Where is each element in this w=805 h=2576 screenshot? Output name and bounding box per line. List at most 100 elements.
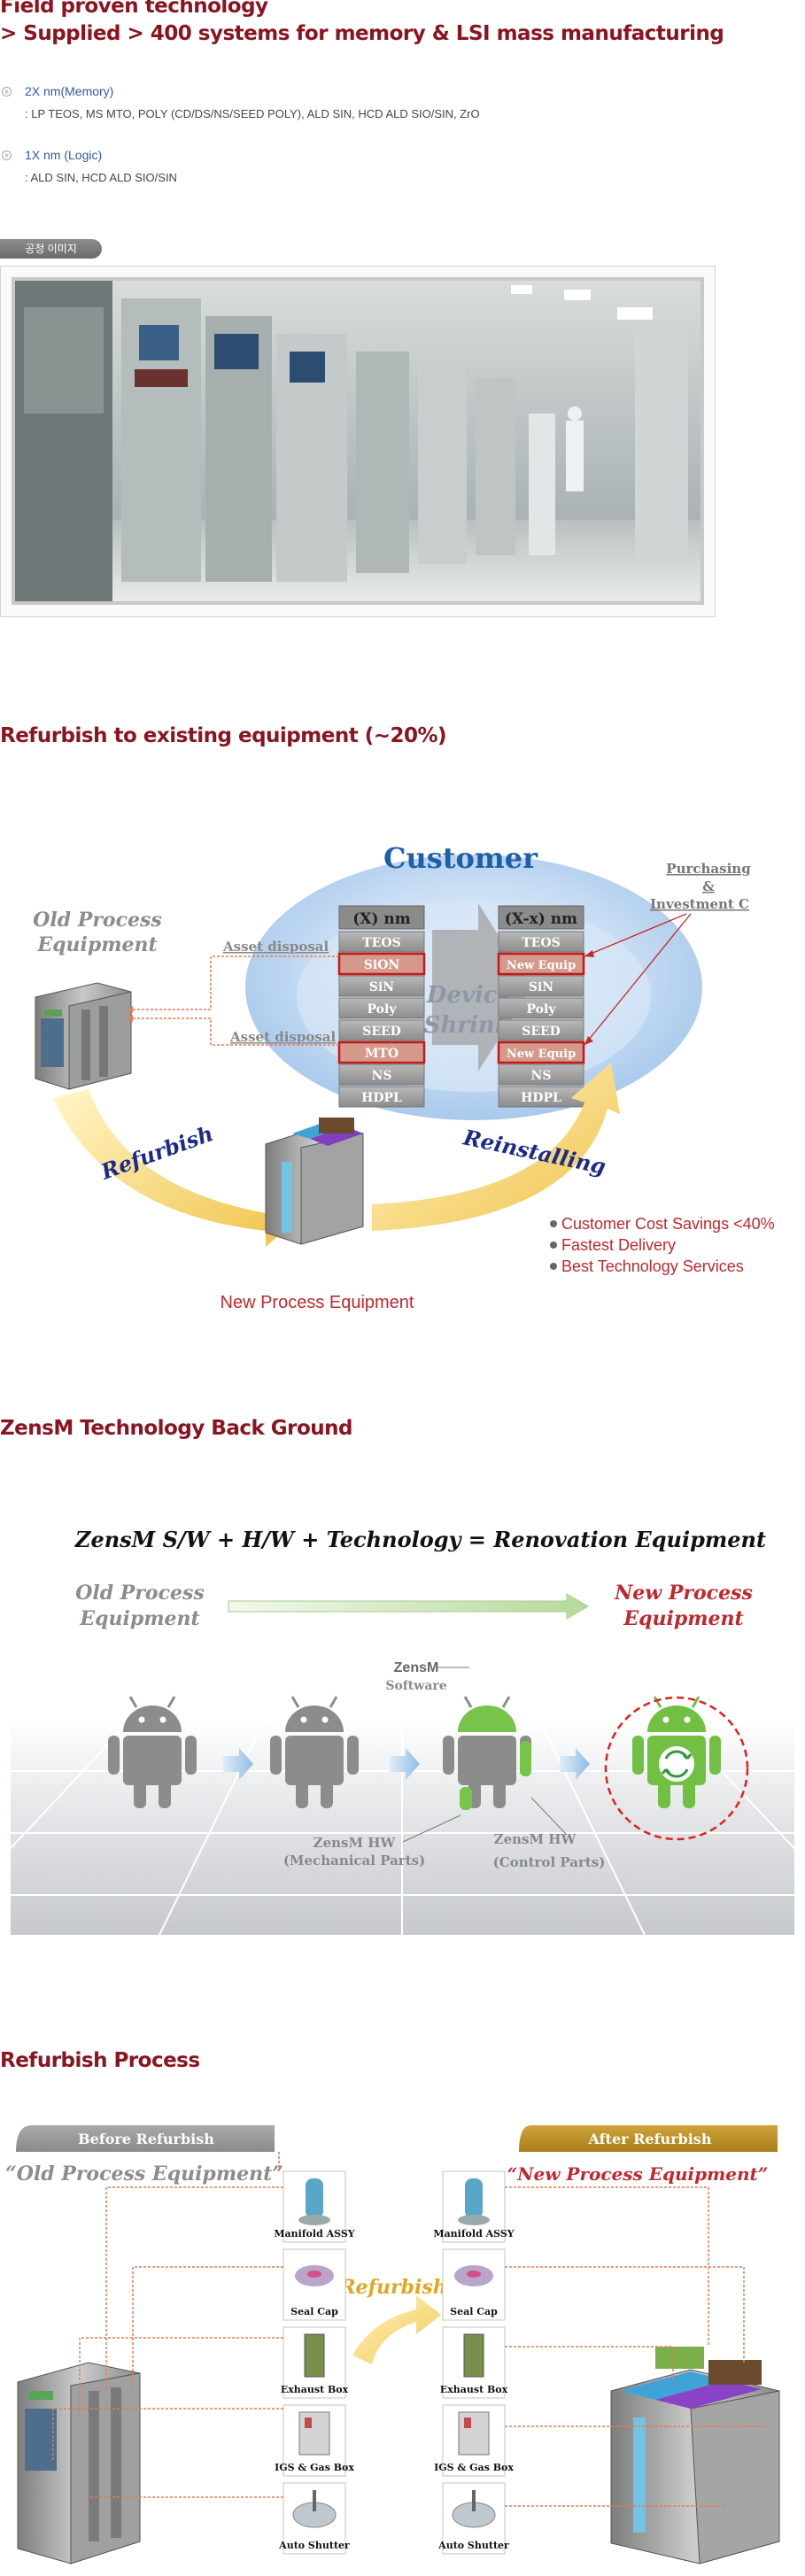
col-right-cell — [498, 931, 584, 953]
before-part-label: Manifold ASSY — [274, 2228, 354, 2239]
refurbish-arrow — [352, 2295, 441, 2364]
col-left-item: HDPL — [361, 1091, 402, 1105]
zensm-diagram: ZensM S/W + H/W + Technology = Renovatio… — [0, 1527, 805, 1936]
bullet-circle-icon — [2, 87, 12, 97]
col-right-item: SiN — [529, 980, 553, 994]
bullet-title-logic: 1X nm (Logic) — [25, 148, 103, 162]
col-left-cell — [338, 997, 425, 1019]
hw-ctrl-line2: (Control Parts) — [493, 1854, 606, 1870]
bullet-circle-icon — [2, 151, 12, 160]
benefit-best-tech: Best Technology Services — [561, 1257, 744, 1275]
process-image-tag: 공정 이미지 — [0, 239, 102, 259]
col-left-cell — [338, 1086, 425, 1108]
col-left-cell — [338, 931, 425, 953]
old-equipment-line2: Equipment — [79, 1607, 199, 1630]
asset-disposal-1: Asset disposal — [222, 939, 329, 955]
zensm-software-line2: Software — [385, 1679, 446, 1693]
section3-title: ZensM Technology Back Ground — [0, 1417, 353, 1440]
bullet-title-memory: 2X nm(Memory) — [25, 84, 114, 98]
col-right-item: New Equip — [507, 959, 576, 972]
after-part-label: Manifold ASSY — [433, 2228, 514, 2239]
zensm-formula: ZensM S/W + H/W + Technology = Renovatio… — [74, 1527, 766, 1552]
android-zensm-icon — [443, 1696, 531, 1810]
before-part-label: Seal Cap — [290, 2306, 338, 2317]
col-right-item: HDPL — [521, 1091, 561, 1105]
zensm-software-line1: ZensM — [394, 1660, 439, 1675]
col-left-item: SEED — [362, 1025, 401, 1039]
col-right-item: SEED — [522, 1025, 561, 1039]
after-refurbish-bar — [519, 2125, 778, 2152]
old-equipment-line1: Old Process — [75, 1582, 205, 1605]
section4-title: Refurbish Process — [0, 2049, 200, 2072]
col-right-cell — [498, 1019, 584, 1041]
step-arrow-2 — [390, 1748, 420, 1780]
bullet-text-logic: : ALD SIN, HCD ALD SIO/SIN — [25, 171, 177, 184]
after-part-label: IGS & Gas Box — [434, 2462, 514, 2473]
after-part-label: Seal Cap — [450, 2306, 498, 2317]
new-equipment-illustration — [610, 2347, 780, 2564]
col-left-cell — [338, 975, 425, 997]
android-partial-icon — [270, 1696, 359, 1808]
after-part-label: Exhaust Box — [440, 2384, 508, 2395]
cleanroom-photo — [12, 277, 704, 605]
col-left-item: SiN — [369, 980, 394, 994]
col-left-cell — [337, 952, 426, 976]
col-right-header: (X-x) nm — [505, 910, 577, 928]
col-left-header: (X) nm — [352, 910, 411, 928]
benefit-cost-savings: Customer Cost Savings <40% — [561, 1215, 775, 1233]
purchasing-line3: Investment C — [650, 896, 749, 912]
device-shrinks-line1: Device — [426, 982, 512, 1009]
new-equipment-line2: Equipment — [623, 1607, 743, 1630]
hw-ctrl-line1: ZensM HW — [494, 1831, 577, 1847]
col-right-cell — [497, 952, 585, 976]
after-refurbish-label: After Refurbish — [588, 2131, 712, 2147]
hw-mech-line1: ZensM HW — [313, 1835, 397, 1851]
new-equipment-label: New Process Equipment — [221, 1293, 414, 1312]
green-progress-arrow — [228, 1593, 589, 1620]
refurbish-arrow — [53, 1089, 294, 1247]
reinstalling-arrow — [372, 1063, 620, 1231]
bullet-text-memory: : LP TEOS, MS MTO, POLY (CD/DS/NS/SEED P… — [25, 107, 480, 120]
shrink-arrow — [432, 903, 531, 1071]
old-equipment-line1: Old Process — [33, 909, 162, 932]
section2-title: Refurbish to existing equipment (~20%) — [0, 724, 447, 747]
new-equipment-illustration — [265, 1118, 364, 1245]
col-right-cell — [498, 1064, 584, 1086]
col-left-cell — [337, 1040, 426, 1064]
old-equipment-illustration — [35, 982, 132, 1090]
col-left-cell — [338, 1064, 425, 1086]
cleanroom-illustration — [15, 281, 701, 601]
before-refurbish-bar — [16, 2125, 275, 2152]
new-equipment-line1: New Process — [614, 1582, 753, 1605]
hw-mech-line2: (Mechanical Parts) — [283, 1853, 425, 1868]
col-left-item: TEOS — [362, 936, 400, 950]
process-photo-frame — [0, 266, 716, 617]
benefit-fastest-delivery: Fastest Delivery — [561, 1236, 676, 1254]
col-right-item: Poly — [527, 1002, 557, 1017]
purchasing-line2: & — [702, 878, 715, 894]
before-refurbish-label: Before Refurbish — [78, 2131, 214, 2147]
refurbish-diagram: Customer Old Process Equipment Purchasin… — [33, 841, 775, 1312]
highlight-circle — [604, 1696, 749, 1841]
col-left-item: NS — [372, 1069, 392, 1083]
col-left-item: MTO — [365, 1047, 399, 1061]
step-arrow-3 — [560, 1748, 590, 1780]
col-left-item: Poly — [368, 1002, 398, 1017]
step-arrow-1 — [223, 1748, 253, 1780]
section1-title: Field proven technology — [0, 0, 268, 18]
col-right-cell — [498, 997, 584, 1019]
new-equipment-quote: “New Process Equipment” — [507, 2163, 769, 2185]
before-part-label: IGS & Gas Box — [275, 2462, 354, 2473]
col-right-cell — [498, 975, 584, 997]
android-new-icon — [632, 1696, 721, 1808]
old-equipment-quote: “Old Process Equipment” — [5, 2162, 283, 2185]
col-right-cell — [497, 1040, 585, 1064]
refurbish-label: Refurbish — [338, 2276, 446, 2299]
android-old-icon — [108, 1696, 197, 1808]
col-right-item: TEOS — [522, 936, 560, 950]
col-left-cell — [338, 1019, 425, 1041]
before-part-label: Exhaust Box — [281, 2384, 349, 2395]
col-right-item: New Equip — [507, 1048, 576, 1061]
col-right-item: NS — [531, 1069, 552, 1083]
col-left-item: SiON — [364, 958, 400, 972]
